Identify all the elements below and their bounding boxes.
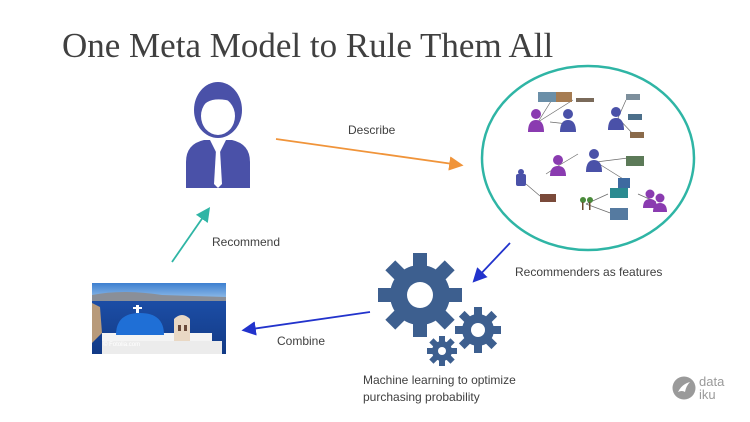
recommenders-label: Recommenders as features <box>515 265 663 279</box>
combine-label: Combine <box>277 334 326 348</box>
logo-line1: data <box>699 374 725 389</box>
slide-title: One Meta Model to Rule Them All <box>62 26 554 65</box>
describe-label: Describe <box>348 123 396 137</box>
combine-arrow <box>241 311 371 336</box>
logo-line2: iku <box>699 387 716 402</box>
ml-label: Machine learning to optimize purchasing … <box>363 372 516 406</box>
dataiku-logo: data iku <box>672 375 724 401</box>
photo-credit: © Fotolia.com <box>103 342 141 348</box>
santorini-photo <box>92 283 226 354</box>
recommend-label: Recommend <box>212 235 281 249</box>
ml-label-line1: Machine learning to optimize <box>363 373 516 387</box>
recommend-arrow <box>171 207 211 263</box>
recommenders-circle <box>480 64 696 252</box>
bird-icon <box>672 376 696 400</box>
describe-arrow <box>275 138 464 171</box>
recommenders-arrow <box>472 242 511 283</box>
logo-text: data iku <box>699 375 724 401</box>
ml-label-line2: purchasing probability <box>363 390 480 404</box>
user-icon <box>186 82 250 188</box>
gears-icon <box>378 253 501 366</box>
